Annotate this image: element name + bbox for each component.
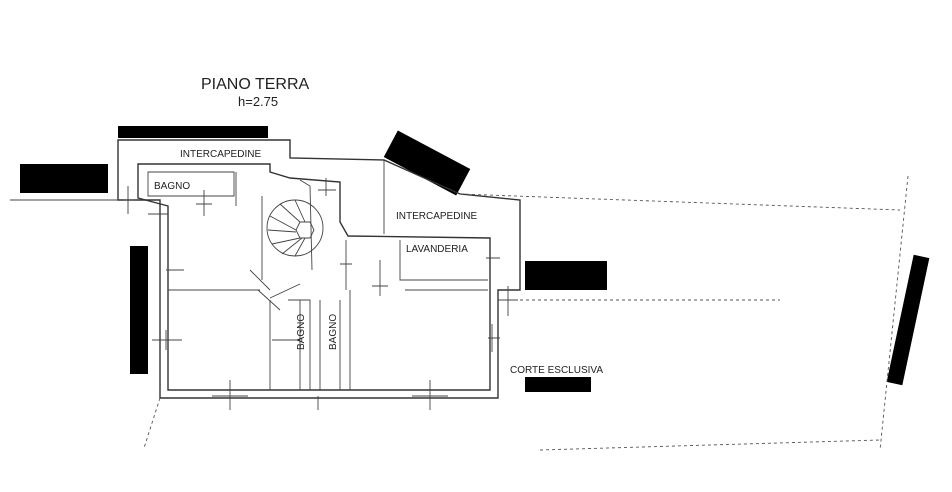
- redaction-corte: [525, 377, 591, 392]
- redaction-top: [118, 126, 268, 138]
- wall-left-rooms: [168, 289, 300, 390]
- site-line-top: [459, 193, 901, 211]
- floor-title: PIANO TERRA: [201, 76, 310, 93]
- redaction-blocks: [20, 126, 930, 392]
- room-label-corte-esclusiva: CORTE ESCLUSIVA: [510, 365, 603, 376]
- room-label-bagno-top: BAGNO: [154, 181, 190, 192]
- window-icon: [124, 178, 518, 410]
- site-line-left-bottom: [143, 397, 161, 449]
- wall-bagno-center: [288, 299, 341, 390]
- room-label-intercapedine-right: INTERCAPEDINE: [396, 211, 477, 222]
- redaction-right: [525, 261, 607, 290]
- wall-bagno-top: [147, 171, 235, 197]
- room-label-bagno-right: BAGNO: [328, 314, 339, 350]
- wall-lavanderia: [349, 240, 488, 390]
- wall-stair-area: [235, 172, 313, 280]
- room-label-intercapedine-top: INTERCAPEDINE: [180, 149, 261, 160]
- redaction-far-right: [886, 254, 930, 386]
- interior-walls: [147, 160, 488, 390]
- inner-wall: [137, 163, 491, 391]
- room-label-bagno-left: BAGNO: [296, 314, 307, 350]
- redaction-left-vertical: [130, 246, 148, 374]
- door-swing-icon: [249, 240, 388, 311]
- exterior-walls: [117, 139, 521, 399]
- spiral-staircase-icon: [266, 199, 324, 257]
- site-lines: [10, 175, 909, 451]
- site-line-far-right: [879, 175, 909, 451]
- redaction-left-top: [20, 164, 108, 193]
- room-label-lavanderia: LAVANDERIA: [406, 244, 468, 255]
- floor-height: h=2.75: [238, 94, 278, 109]
- site-line-bottom: [539, 439, 881, 451]
- redaction-angled: [383, 130, 471, 196]
- outer-wall: [117, 139, 521, 399]
